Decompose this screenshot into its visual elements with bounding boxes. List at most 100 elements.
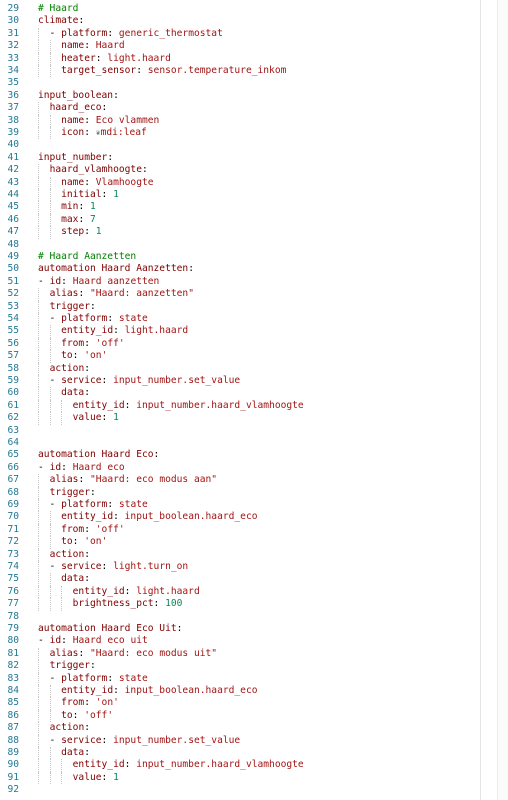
code-token: : (84, 226, 96, 238)
code-line[interactable]: 81 alias: "Haard: eco modus uit" (0, 647, 480, 661)
indent-guide (49, 573, 52, 586)
code-line[interactable]: 40 (0, 139, 480, 151)
code-line[interactable]: 37 haard_eco: (0, 102, 480, 115)
code-text: to: 'off' (38, 710, 113, 722)
code-line[interactable]: 49# Haard Aanzetten (0, 251, 480, 263)
code-line[interactable]: 75 data: (0, 573, 480, 586)
code-line[interactable]: 38 name: Eco vlammen (0, 114, 480, 127)
code-token: : (84, 722, 90, 734)
code-line[interactable]: 48 (0, 239, 480, 251)
indent-guide (49, 387, 52, 400)
code-line[interactable]: 76 entity_id: light.haard (0, 585, 480, 599)
line-number: 72 (7, 536, 19, 548)
code-token: 1 (113, 412, 119, 424)
code-line[interactable]: 44 initial: 1 (0, 189, 480, 202)
code-line[interactable]: 68 trigger: (0, 486, 480, 499)
code-line[interactable]: 85 from: 'on' (0, 697, 480, 710)
code-text: brightness_pct: 100 (38, 598, 183, 610)
indent-guide (49, 598, 52, 611)
indent-guide (38, 548, 40, 561)
indent-guide (49, 399, 52, 413)
code-line[interactable]: 46 max: 7 (0, 213, 480, 227)
code-line[interactable]: 88 - service: input_number.set_value (0, 734, 480, 747)
code-token (38, 363, 50, 374)
line-number: 47 (7, 226, 19, 238)
code-token: id (49, 461, 62, 473)
code-line[interactable]: 51- id: Haard aanzetten (0, 276, 480, 288)
code-token (38, 412, 73, 423)
code-token: state (118, 672, 148, 684)
code-line[interactable]: 54 - platform: state (0, 313, 480, 326)
code-line[interactable]: 89 data: (0, 747, 480, 760)
code-line[interactable]: 32 name: Haard (0, 40, 480, 53)
code-token (38, 214, 61, 225)
code-line[interactable]: 82 trigger: (0, 660, 480, 673)
code-line[interactable]: 33 heater: light.haard (0, 52, 480, 65)
code-token: : (84, 362, 90, 374)
code-line[interactable]: 91 value: 1 (0, 771, 480, 785)
code-line[interactable]: 70 entity_id: input_boolean.haard_eco (0, 511, 480, 524)
code-token: : (84, 523, 96, 535)
line-number: 65 (7, 449, 19, 461)
code-line[interactable]: 64 (0, 437, 480, 449)
code-line[interactable]: 69 - platform: state (0, 499, 480, 512)
indent-guide (38, 313, 40, 326)
code-line[interactable]: 72 to: 'on' (0, 536, 480, 549)
code-line[interactable]: 87 action: (0, 722, 480, 735)
code-line[interactable]: 67 alias: "Haard: eco modus aan" (0, 474, 480, 487)
code-text: - platform: state (38, 499, 148, 511)
vertical-scrollbar[interactable] (497, 0, 508, 800)
code-line[interactable]: 57 to: 'on' (0, 350, 480, 363)
code-token (38, 474, 50, 485)
code-line[interactable]: 63 (0, 425, 480, 437)
line-number: 66 (7, 461, 19, 473)
code-line[interactable]: 74 - service: light.turn_on (0, 561, 480, 574)
code-line[interactable]: 52 alias: "Haard: aanzetten" (0, 288, 480, 301)
code-line[interactable]: 90 entity_id: input_number.haard_vlamhoo… (0, 759, 480, 772)
code-line[interactable]: 47 step: 1 (0, 226, 480, 239)
code-line[interactable]: 86 to: 'off' (0, 709, 480, 723)
code-line[interactable]: 45 min: 1 (0, 201, 480, 214)
code-line[interactable]: 78 (0, 611, 480, 623)
code-line[interactable]: 71 from: 'off' (0, 523, 480, 537)
code-line[interactable]: 55 entity_id: light.haard (0, 325, 480, 338)
code-line[interactable]: 34 target_sensor: sensor.temperature_ink… (0, 65, 480, 78)
code-line[interactable]: 77 brightness_pct: 100 (0, 598, 480, 611)
code-token (38, 536, 61, 547)
code-line[interactable]: 43 name: Vlamhoogte (0, 176, 480, 189)
code-line[interactable]: 59 - service: input_number.set_value (0, 375, 480, 388)
code-line[interactable]: 53 trigger: (0, 300, 480, 313)
code-line[interactable]: 61 entity_id: input_number.haard_vlamhoo… (0, 399, 480, 413)
code-token: service (61, 734, 102, 746)
code-line[interactable]: 42 haard_vlamhoogte: (0, 164, 480, 177)
code-token: from (61, 523, 85, 535)
code-line[interactable]: 83 - platform: state (0, 672, 480, 685)
code-line[interactable]: 39 icon: ❦mdi:leaf (0, 127, 480, 140)
code-line[interactable]: 66- id: Haard eco (0, 462, 480, 474)
code-line[interactable]: 60 data: (0, 387, 480, 400)
code-line[interactable]: 31 - platform: generic_thermostat (0, 27, 480, 41)
code-line[interactable]: 29# Haard (0, 3, 480, 15)
code-line[interactable]: 80- id: Haard eco uit (0, 635, 480, 647)
indent-guide (61, 399, 63, 413)
code-line[interactable]: 62 value: 1 (0, 412, 480, 425)
code-line[interactable]: 58 action: (0, 362, 480, 375)
code-token (38, 127, 61, 138)
code-line[interactable]: 92 (0, 784, 480, 796)
code-line[interactable]: 56 from: 'off' (0, 337, 480, 351)
code-line[interactable]: 84 entity_id: input_boolean.haard_eco (0, 685, 480, 698)
code-token: : (107, 27, 119, 39)
code-text: step: 1 (38, 226, 101, 238)
code-token: data (61, 747, 85, 758)
code-token: : (176, 623, 183, 634)
code-line[interactable]: 73 action: (0, 548, 480, 561)
indent-guide (49, 350, 52, 363)
code-line[interactable]: 35 (0, 77, 480, 89)
